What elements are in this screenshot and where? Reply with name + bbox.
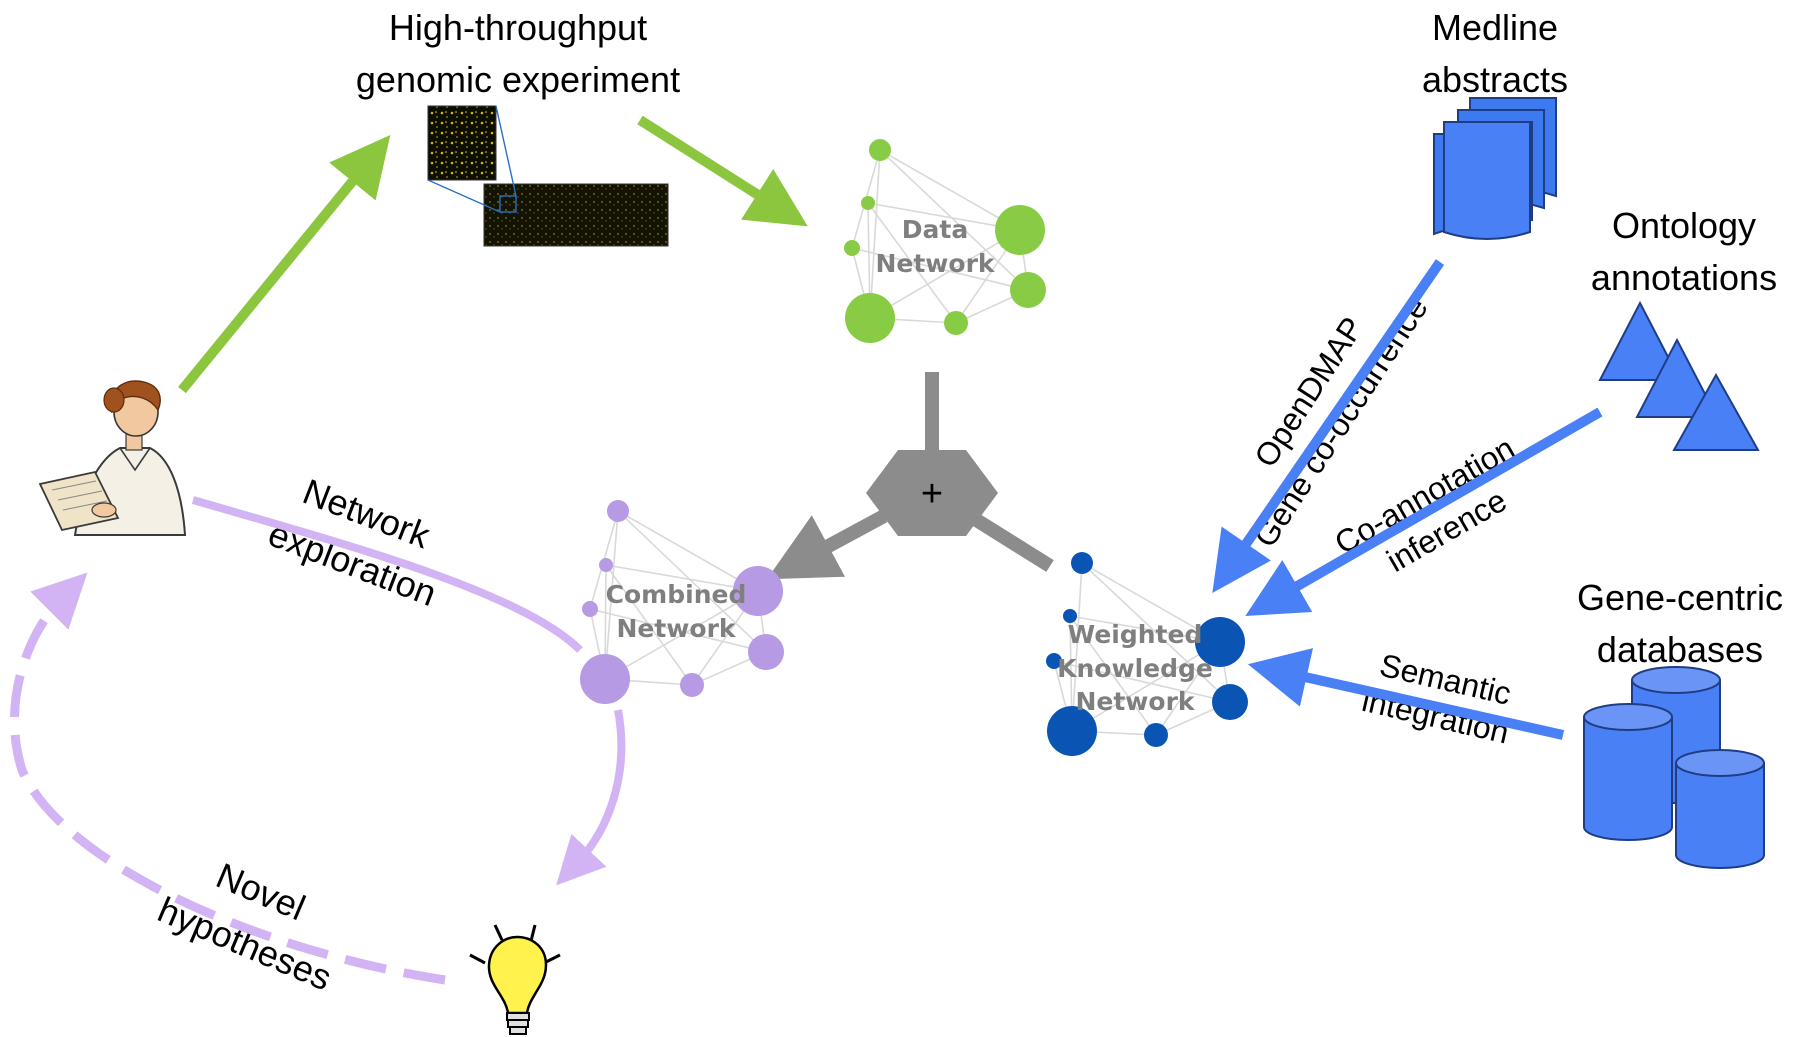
knowledge-node: [1071, 552, 1093, 574]
lightbulb-icon: [469, 924, 561, 1035]
ht-label-line1: High-throughput: [389, 7, 647, 48]
combine-output-arrow: [766, 509, 888, 580]
combined-node: [582, 601, 598, 617]
knowledge-node: [1046, 653, 1062, 669]
medline-label-line2: abstracts: [1422, 59, 1568, 100]
knowledge-network-label-line1: Weighted: [1068, 620, 1203, 649]
combined-node: [748, 634, 784, 670]
combined-node: [580, 654, 630, 704]
knowledge-network: Weighted Knowledge Network: [1046, 552, 1248, 756]
combined-node: [733, 566, 783, 616]
ht-label-line2: genomic experiment: [356, 59, 680, 100]
knowledge-node: [1047, 706, 1097, 756]
knowledge-network-label-line2: Knowledge: [1057, 654, 1213, 683]
feedback-dashed-arrow: [10, 572, 446, 985]
researcher-icon: [38, 380, 187, 536]
knowledge-node: [1195, 617, 1245, 667]
data-network-arrow: [637, 115, 808, 227]
knowledge-node: [1144, 723, 1168, 747]
ontology-label-line2: annotations: [1591, 257, 1777, 298]
combined-node: [599, 558, 613, 572]
data-network: Data Network: [844, 139, 1046, 343]
combined-network-label-line2: Network: [616, 614, 736, 643]
database-cylinders-icon: [1583, 666, 1765, 869]
medline-arrow: [1212, 259, 1445, 593]
knowledge-node: [1212, 684, 1248, 720]
combined-network-label-line1: Combined: [606, 580, 747, 609]
databases-arrow: [1247, 648, 1565, 740]
ontology-arrow: [1245, 407, 1603, 616]
data-node: [1010, 272, 1046, 308]
plus-sign: +: [921, 473, 943, 515]
data-node: [844, 240, 860, 256]
knowledge-network-label-line3: Network: [1075, 687, 1195, 716]
combined-network: Combined Network: [580, 500, 784, 704]
data-network-label-line2: Network: [875, 249, 995, 278]
data-node: [944, 311, 968, 335]
document-stack-icon: [1433, 97, 1557, 240]
data-network-edges: [851, 149, 1029, 324]
data-node: [995, 205, 1045, 255]
medline-label-line1: Medline: [1432, 7, 1558, 48]
microarray-image: [427, 105, 669, 247]
data-node: [845, 293, 895, 343]
combined-node: [680, 673, 704, 697]
exploration-curve: [191, 496, 583, 653]
genedb-label-line2: databases: [1597, 629, 1763, 670]
hypotheses-arrow: [556, 709, 626, 886]
knowledge-to-combine-connector: [966, 510, 1054, 572]
knowledge-node: [1063, 609, 1077, 623]
data-network-label-line1: Data: [902, 215, 968, 244]
experiment-arrow: [178, 135, 391, 394]
data-node: [869, 139, 891, 161]
ontology-triangles-icon: [1598, 300, 1760, 451]
data-node: [861, 196, 875, 210]
combined-node: [607, 500, 629, 522]
combine-hexagon: [866, 450, 998, 536]
ontology-label-line1: Ontology: [1612, 205, 1756, 246]
genedb-label-line1: Gene-centric: [1577, 577, 1783, 618]
